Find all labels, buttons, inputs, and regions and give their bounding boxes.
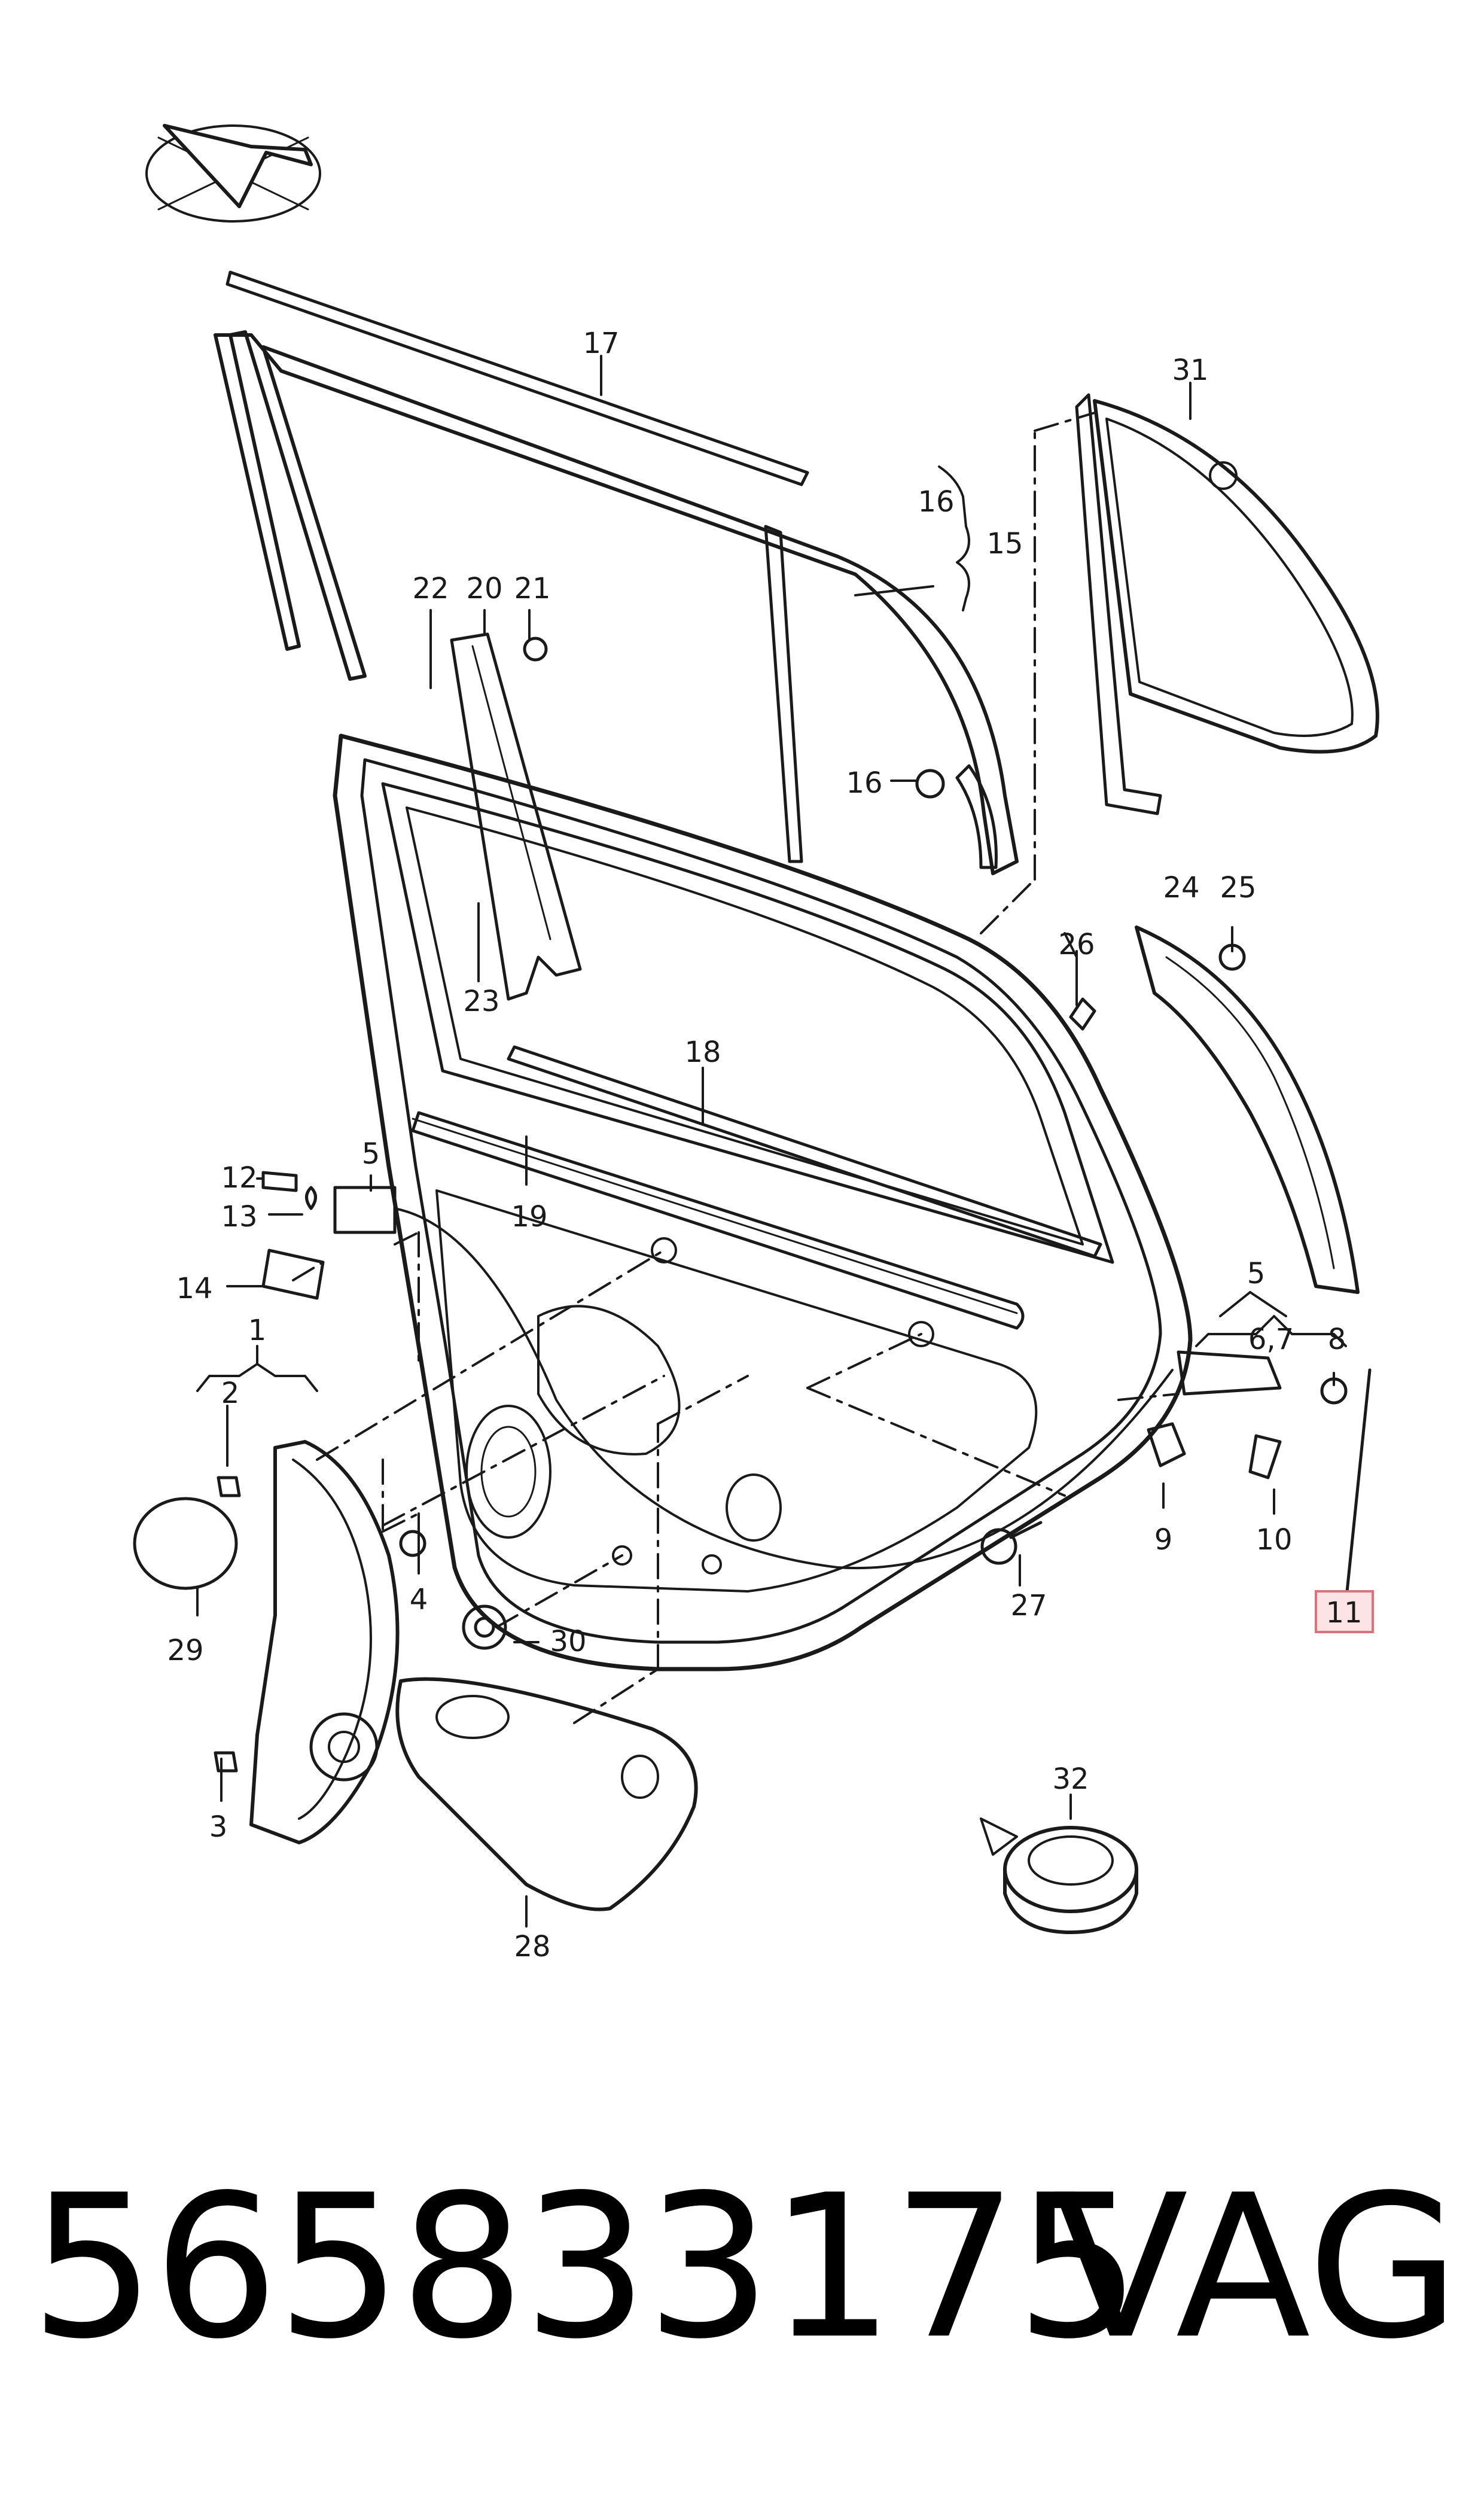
guide-rail [450,632,582,1001]
callout-21: 21 [514,572,550,605]
callout-18: 18 [684,1036,721,1069]
callout-4: 4 [410,1583,428,1616]
sealing-foil [395,1677,698,1911]
callout-13: 13 [221,1200,257,1234]
callout-10: 10 [1256,1523,1292,1557]
cover-disc [133,1497,238,1590]
callout-9: 9 [1154,1523,1173,1557]
callout-2: 2 [221,1377,240,1410]
callout-30: 30 [550,1625,586,1658]
callout-28: 28 [514,1930,550,1963]
callout-19: 19 [511,1200,547,1234]
brand-name: VAG [1053,2152,1460,2382]
cable [394,1207,1174,1569]
quarter-window-glass [1075,393,1379,815]
callout-32: 32 [1052,1762,1089,1796]
callout-31: 31 [1172,354,1208,387]
callout-23: 23 [463,985,499,1018]
callout-16-top: 16 [918,485,954,519]
window-regulator [249,1440,400,1844]
callout-20: 20 [466,572,502,605]
callout-27: 27 [1010,1589,1047,1622]
exploded-parts-diagram: 17 31 16 15 22 20 21 16 24 25 26 23 18 5… [133,124,1379,1963]
door-shell [333,733,1193,1671]
callout-3: 3 [209,1810,228,1844]
callout-14: 14 [176,1272,212,1305]
window-guide-channel [214,330,1019,875]
callout-16-bottom: 16 [846,766,882,800]
window-moulding-strip [226,270,809,486]
callout-15: 15 [986,527,1023,561]
callout-5-right: 5 [1247,1257,1266,1290]
callout-8: 8 [1328,1323,1346,1356]
leader-lines [196,355,1347,1928]
callout-5-left: 5 [362,1137,380,1171]
callout-26: 26 [1058,928,1095,961]
callout-25: 25 [1220,871,1256,905]
callout-6-7: 6,7 [1248,1323,1294,1356]
callout-22: 22 [412,572,449,605]
part-number: 565833175 [30,2152,1141,2382]
callout-11: 11 [1325,1596,1362,1630]
callout-12: 12 [221,1161,257,1195]
callout-1: 1 [248,1314,267,1347]
car-front-direction-icon [145,124,321,223]
tape-roll [980,1817,1138,1934]
assembly-dash-lines [292,412,1180,1724]
pillar-trim [1135,925,1360,1294]
callout-29: 29 [167,1634,203,1667]
highlighted-callout-box [1315,1590,1374,1633]
callout-24: 24 [1163,871,1199,905]
callout-17: 17 [583,327,619,360]
window-seal-strips [411,1045,1102,1330]
